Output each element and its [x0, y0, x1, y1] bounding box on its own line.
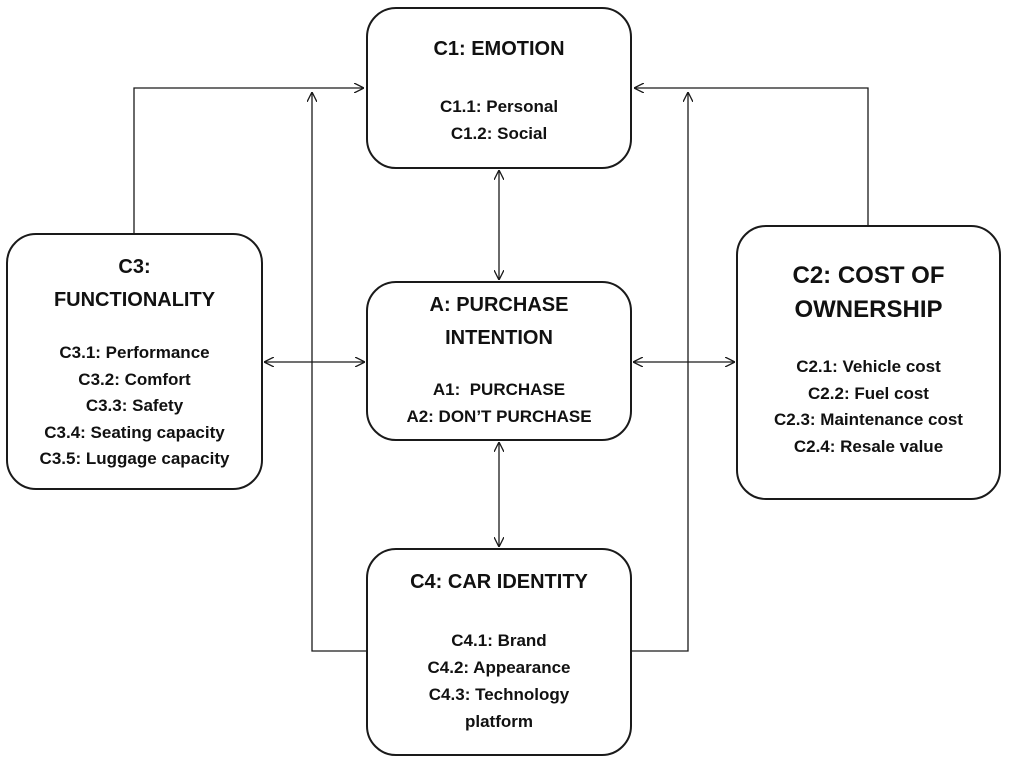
c1-items: C1.1: Personal C1.2: Social [368, 94, 630, 147]
c4-items: C4.1: Brand C4.2: Appearance C4.3: Techn… [368, 627, 630, 735]
c2-items: C2.1: Vehicle cost C2.2: Fuel cost C2.3:… [738, 354, 999, 460]
arrow-c4-left-to-c1 [312, 92, 366, 652]
c4-item: platform [465, 712, 533, 731]
c1-item: C1.1: Personal [439, 97, 559, 116]
arrow-c3-to-c1 [133, 88, 364, 233]
c1-emotion-box: C1: EMOTION C1.1: Personal C1.2: Social [366, 7, 632, 169]
a-item: A2: DON’T PURCHASE [406, 406, 592, 426]
arrow-c2-to-c1 [634, 88, 869, 225]
c4-item: C4.2: Appearance [427, 658, 571, 677]
c3-items: C3.1: Performance C3.2: Comfort C3.3: Sa… [8, 340, 261, 473]
c3-item: C3.3: Safety [85, 396, 184, 415]
c4-item: C4.1: Brand [451, 631, 547, 650]
c3-item: C3.4: Seating capacity [44, 422, 225, 442]
arrow-c4-right-to-c1 [632, 92, 688, 652]
a-item: A1: PURCHASE [432, 380, 566, 399]
c2-item: C2.2: Fuel cost [808, 383, 929, 403]
c1-item: C1.2: Social [450, 123, 548, 143]
c1-title: C1: EMOTION [433, 38, 565, 60]
c2-cost-of-ownership-box: C2: COST OF OWNERSHIP C2.1: Vehicle cost… [736, 225, 1001, 500]
c4-car-identity-box: C4: CAR IDENTITY C4.1: Brand C4.2: Appea… [366, 548, 632, 756]
c3-item: C3.1: Performance [59, 343, 210, 362]
c4-item: C4.3: Technology [428, 685, 570, 704]
c2-item: C2.4: Resale value [793, 436, 944, 456]
c2-item: C2.3: Maintenance cost [774, 410, 963, 429]
c3-functionality-box: C3: FUNCTIONALITY C3.1: Performance C3.2… [6, 233, 263, 490]
a-purchase-intention-box: A: PURCHASE INTENTION A1: PURCHASE A2: D… [366, 281, 632, 441]
c2-title-line1: C2: COST OF [792, 262, 945, 289]
c3-title-line1: C3: [118, 256, 151, 278]
c2-item: C2.1: Vehicle cost [796, 357, 941, 376]
c4-title: C4: CAR IDENTITY [410, 571, 588, 593]
c3-item: C3.2: Comfort [78, 369, 191, 389]
a-items: A1: PURCHASE A2: DON’T PURCHASE [368, 377, 630, 430]
a-title-line2: INTENTION [445, 327, 553, 349]
c3-item: C3.5: Luggage capacity [39, 449, 230, 468]
c3-title-line2: FUNCTIONALITY [53, 289, 216, 311]
c2-title-line2: OWNERSHIP [794, 296, 943, 323]
a-title-line1: A: PURCHASE [429, 294, 569, 316]
